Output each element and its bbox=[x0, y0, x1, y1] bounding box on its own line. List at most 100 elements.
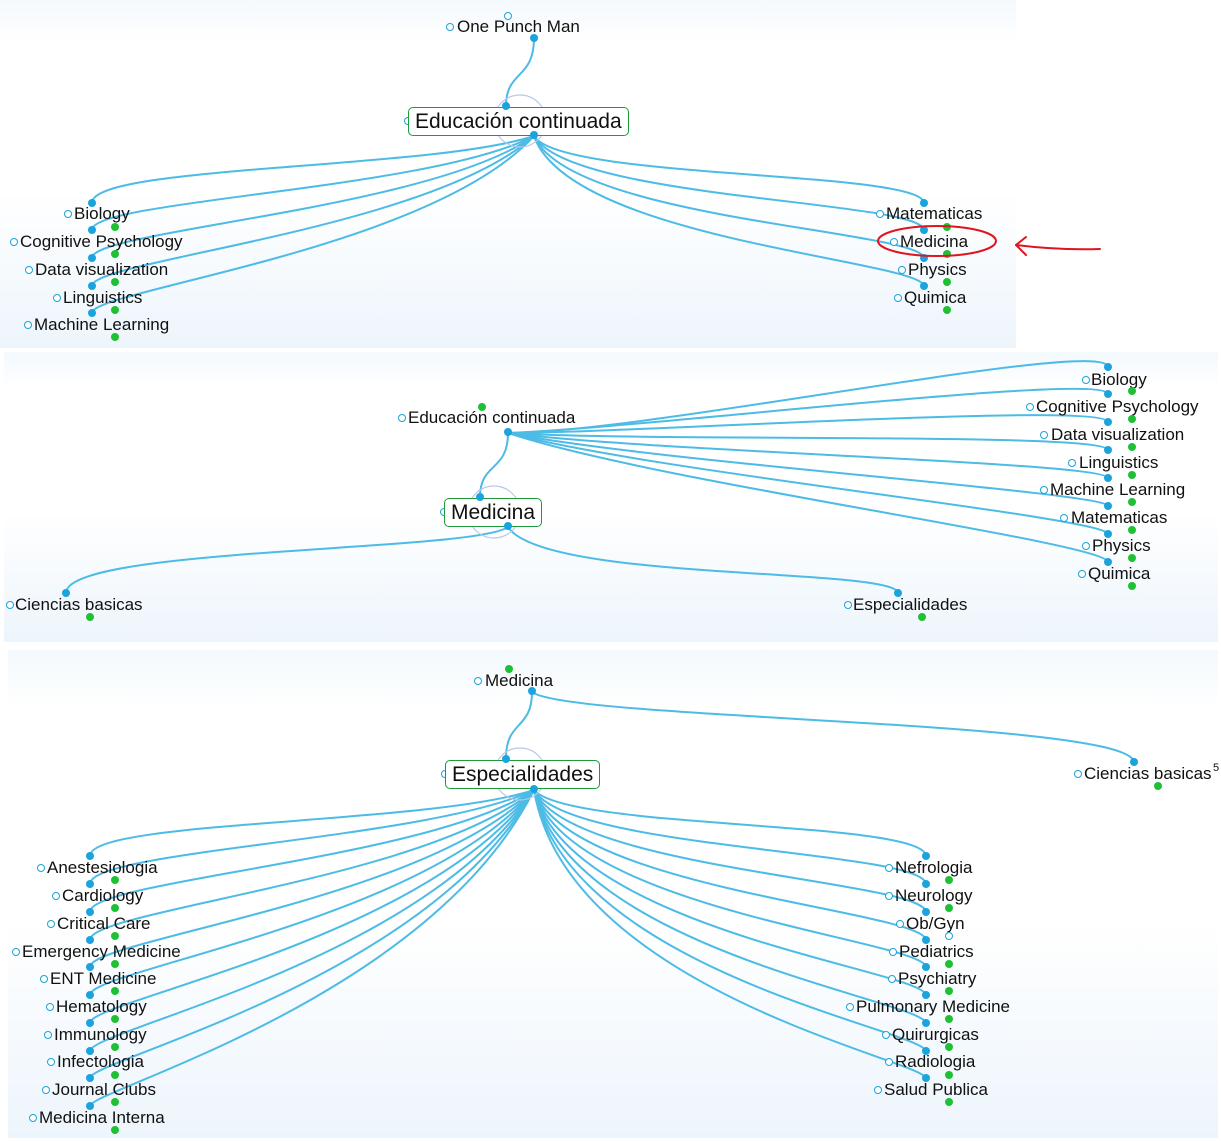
node-child-dot bbox=[918, 613, 926, 621]
node-handle-icon[interactable] bbox=[876, 210, 884, 218]
child-node-label[interactable]: Journal Clubs bbox=[52, 1080, 156, 1099]
node-handle-icon[interactable] bbox=[1082, 376, 1090, 384]
node-handle-icon[interactable] bbox=[40, 975, 48, 983]
child-node-label[interactable]: Critical Care bbox=[57, 914, 151, 933]
child-node-label[interactable]: Ciencias basicas bbox=[15, 595, 143, 614]
node-handle-icon[interactable] bbox=[888, 975, 896, 983]
node-handle-icon[interactable] bbox=[885, 864, 893, 872]
child-node-label[interactable]: Salud Publica bbox=[884, 1080, 988, 1099]
child-node-label[interactable]: Biology bbox=[1091, 370, 1147, 389]
node-handle-icon[interactable] bbox=[894, 294, 902, 302]
child-node-label[interactable]: Matematicas bbox=[886, 204, 983, 223]
node-handle-icon[interactable] bbox=[898, 266, 906, 274]
node-handle-icon[interactable] bbox=[885, 892, 893, 900]
active-thought-box[interactable]: Educación continuada bbox=[408, 107, 629, 136]
node-handle-icon[interactable] bbox=[1082, 542, 1090, 550]
node-child-dot bbox=[1128, 415, 1136, 423]
sibling-node-label[interactable]: Ciencias basicas bbox=[1084, 764, 1212, 783]
active-thought-box[interactable]: Especialidades bbox=[445, 760, 601, 789]
node-child-dot bbox=[945, 876, 953, 884]
node-handle-icon[interactable] bbox=[885, 1058, 893, 1066]
child-node-label[interactable]: Medicina bbox=[900, 232, 969, 251]
child-node-label[interactable]: Immunology bbox=[54, 1025, 147, 1044]
child-node-label[interactable]: Anestesiologia bbox=[47, 858, 158, 877]
child-node-label[interactable]: Cognitive Psychology bbox=[1036, 397, 1199, 416]
child-node-label[interactable]: Ob/Gyn bbox=[906, 914, 965, 933]
node-handle-icon[interactable] bbox=[46, 1003, 54, 1011]
node-handle-icon[interactable] bbox=[47, 1058, 55, 1066]
node-handle-icon[interactable] bbox=[1068, 459, 1076, 467]
node-handle-icon[interactable] bbox=[64, 210, 72, 218]
child-node-label[interactable]: Infectologia bbox=[57, 1052, 144, 1071]
child-node-label[interactable]: Pediatrics bbox=[899, 942, 974, 961]
node-handle-icon[interactable] bbox=[6, 601, 14, 609]
node-handle-icon[interactable] bbox=[44, 1031, 52, 1039]
node-handle-icon[interactable] bbox=[945, 932, 953, 940]
child-node-label[interactable]: ENT Medicine bbox=[50, 969, 157, 988]
node-handle-icon[interactable] bbox=[474, 677, 482, 685]
child-node-label[interactable]: Data visualization bbox=[1051, 425, 1185, 444]
child-node-label[interactable]: Medicina Interna bbox=[39, 1108, 165, 1127]
node-handle-icon[interactable] bbox=[844, 601, 852, 609]
child-node-label[interactable]: Emergency Medicine bbox=[22, 942, 181, 961]
parent-node-label[interactable]: One Punch Man bbox=[457, 17, 580, 36]
parent-node-label[interactable]: Medicina bbox=[485, 671, 554, 690]
child-node-label[interactable]: Especialidades bbox=[853, 595, 968, 614]
node-handle-icon[interactable] bbox=[1040, 431, 1048, 439]
node-handle-icon[interactable] bbox=[42, 1086, 50, 1094]
child-node-label[interactable]: Psychiatry bbox=[898, 969, 977, 988]
parent-node-label[interactable]: Educación continuada bbox=[408, 408, 576, 427]
node-handle-icon[interactable] bbox=[882, 1031, 890, 1039]
node-handle-icon[interactable] bbox=[1040, 486, 1048, 494]
child-node-label[interactable]: Cognitive Psychology bbox=[20, 232, 183, 251]
node-child-dot bbox=[1128, 582, 1136, 590]
node-handle-icon[interactable] bbox=[846, 1003, 854, 1011]
child-node-label[interactable]: Radiologia bbox=[895, 1052, 976, 1071]
child-node-label[interactable]: Machine Learning bbox=[1050, 480, 1186, 499]
node-handle-icon[interactable] bbox=[53, 294, 61, 302]
active-thought-box[interactable]: Medicina bbox=[444, 498, 543, 527]
node-child-dot bbox=[111, 223, 119, 231]
node-handle-icon[interactable] bbox=[890, 238, 898, 246]
node-child-dot bbox=[111, 1015, 119, 1023]
node-handle-icon[interactable] bbox=[12, 948, 20, 956]
child-node-label[interactable]: Machine Learning bbox=[34, 315, 170, 334]
node-handle-icon[interactable] bbox=[398, 414, 406, 422]
child-node-label[interactable]: Biology bbox=[74, 204, 130, 223]
node-handle-icon[interactable] bbox=[1026, 403, 1034, 411]
node-handle-icon[interactable] bbox=[1078, 570, 1086, 578]
node-handle-icon[interactable] bbox=[10, 238, 18, 246]
node-handle-icon[interactable] bbox=[25, 266, 33, 274]
child-node-label[interactable]: Physics bbox=[1092, 536, 1151, 555]
node-child-dot bbox=[1128, 443, 1136, 451]
node-handle-icon[interactable] bbox=[37, 864, 45, 872]
child-node-label[interactable]: Quimica bbox=[1088, 564, 1151, 583]
node-child-dot bbox=[945, 1043, 953, 1051]
child-node-label[interactable]: Quirurgicas bbox=[892, 1025, 979, 1044]
node-handle-icon[interactable] bbox=[896, 920, 904, 928]
node-handle-icon[interactable] bbox=[24, 321, 32, 329]
node-handle-icon[interactable] bbox=[1060, 514, 1068, 522]
child-node-label[interactable]: Cardiology bbox=[62, 886, 144, 905]
node-handle-icon[interactable] bbox=[47, 920, 55, 928]
child-node-label[interactable]: Linguistics bbox=[63, 288, 143, 307]
child-node-label[interactable]: Neurology bbox=[895, 886, 973, 905]
node-handle-icon[interactable] bbox=[889, 948, 897, 956]
node-child-dot bbox=[111, 333, 119, 341]
child-node-label[interactable]: Matematicas bbox=[1071, 508, 1168, 527]
node-handle-icon[interactable] bbox=[1074, 770, 1082, 778]
node-handle-icon[interactable] bbox=[446, 23, 454, 31]
node-anchor-dot bbox=[530, 785, 538, 793]
node-handle-icon[interactable] bbox=[504, 12, 512, 20]
node-handle-icon[interactable] bbox=[29, 1114, 37, 1122]
child-node-label[interactable]: Hematology bbox=[56, 997, 147, 1016]
child-node-label[interactable]: Physics bbox=[908, 260, 967, 279]
child-node-label[interactable]: Nefrologia bbox=[895, 858, 973, 877]
child-node-label[interactable]: Data visualization bbox=[35, 260, 169, 279]
node-handle-icon[interactable] bbox=[52, 892, 60, 900]
child-node-label[interactable]: Linguistics bbox=[1079, 453, 1159, 472]
node-handle-icon[interactable] bbox=[874, 1086, 882, 1094]
node-anchor-dot bbox=[88, 254, 96, 262]
child-node-label[interactable]: Pulmonary Medicine bbox=[856, 997, 1011, 1016]
child-node-label[interactable]: Quimica bbox=[904, 288, 967, 307]
